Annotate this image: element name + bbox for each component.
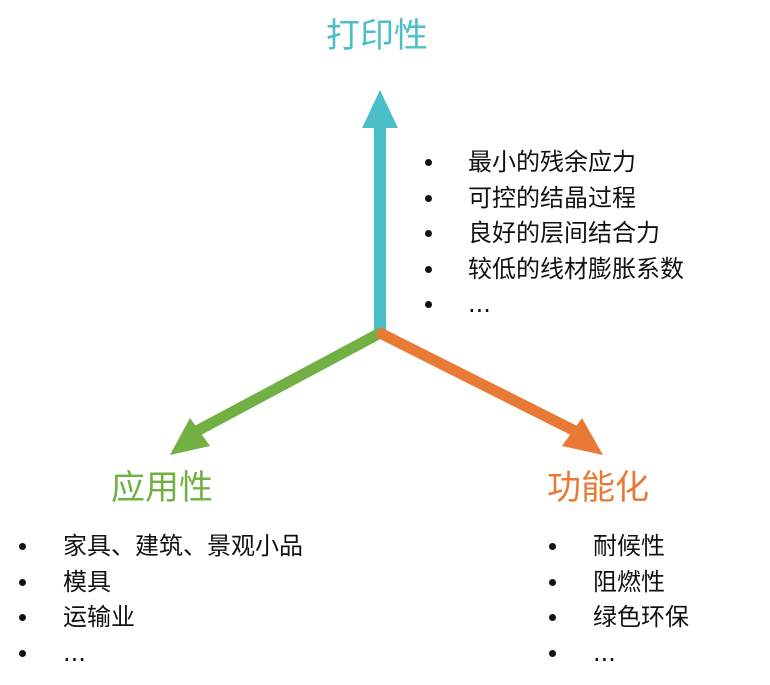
bullet-icon bbox=[19, 649, 26, 657]
bullet-icon bbox=[549, 649, 556, 657]
functionalization-arrow bbox=[375, 327, 603, 455]
bullet-icon bbox=[549, 578, 556, 586]
bullet-icon bbox=[425, 301, 432, 308]
bullet-icon bbox=[425, 194, 432, 202]
bullet-icon bbox=[425, 159, 432, 166]
bullet-icon bbox=[425, 230, 432, 237]
bullet-icon bbox=[19, 614, 26, 621]
bullet-icon bbox=[19, 543, 26, 550]
functionalization-title: 功能化 bbox=[547, 468, 649, 508]
bullet-icon bbox=[19, 578, 26, 586]
printability-title: 打印性 bbox=[326, 16, 428, 56]
printability-arrow bbox=[362, 90, 398, 332]
applicability-title: 应用性 bbox=[111, 468, 213, 508]
applicability-arrow bbox=[170, 327, 385, 455]
bullet-icon bbox=[549, 543, 556, 550]
bullet-icon bbox=[549, 614, 556, 621]
bullet-icon bbox=[425, 265, 432, 273]
